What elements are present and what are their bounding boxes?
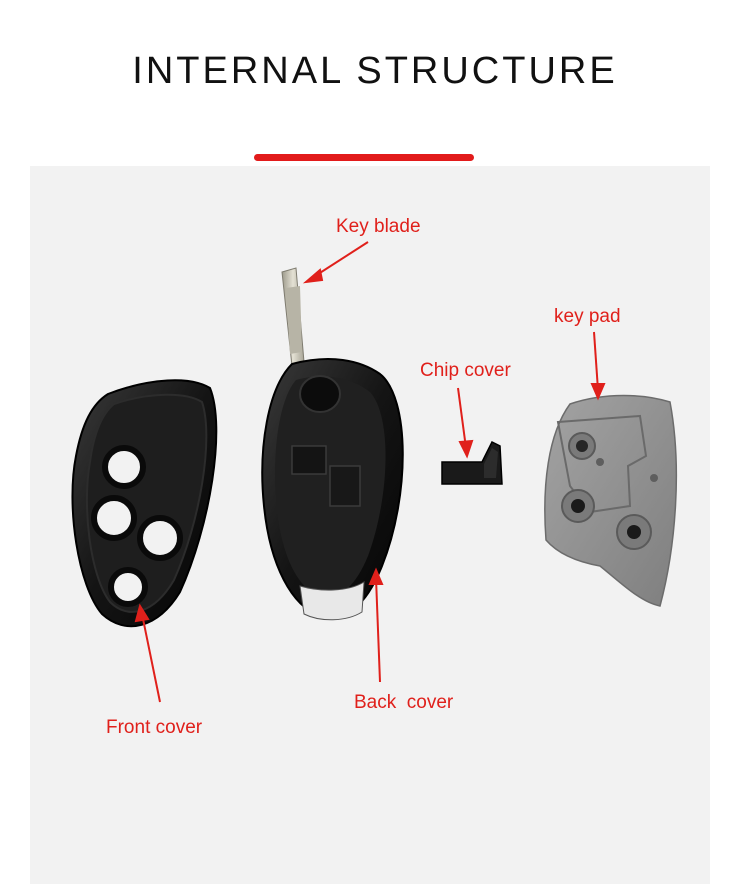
parts-illustration <box>71 241 678 703</box>
back-cover <box>261 358 404 621</box>
product-photo: Key blade key pad Chip cover Back cover … <box>30 166 710 884</box>
key-pad <box>544 394 678 607</box>
page-title: INTERNAL STRUCTURE <box>132 50 618 92</box>
front-cover <box>71 379 218 628</box>
chip-cover-arrow <box>457 387 467 449</box>
chip-cover <box>441 440 503 485</box>
title-underline <box>254 154 474 161</box>
key-pad-arrow <box>593 331 599 391</box>
key-pad-label: key pad <box>554 306 621 327</box>
key-blade-arrowhead <box>302 268 324 284</box>
back-cover-arrow <box>375 577 381 683</box>
back-cover-arrowhead <box>368 567 384 585</box>
back-cover-label: Back cover <box>354 692 454 713</box>
pointer-arrows <box>134 241 606 703</box>
front-cover-label: Front cover <box>106 717 203 738</box>
key-blade <box>281 267 305 367</box>
front-cover-arrowhead <box>134 603 150 623</box>
chip-cover-label: Chip cover <box>420 360 511 381</box>
key-blade-label: Key blade <box>336 216 421 237</box>
chip-cover-arrowhead <box>458 439 474 459</box>
key-pad-arrowhead <box>590 383 606 401</box>
front-cover-arrow <box>141 613 161 703</box>
